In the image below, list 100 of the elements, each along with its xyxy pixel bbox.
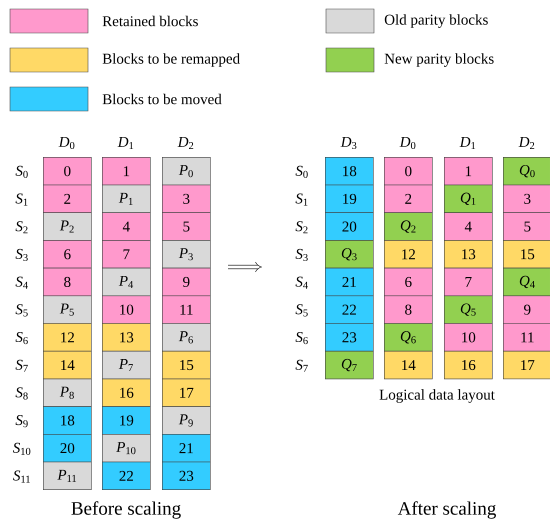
data-block: P$_{4}$ <box>102 268 151 296</box>
row-label: S$_{7}$ <box>296 360 308 372</box>
row-label: S$_{3}$ <box>16 248 28 262</box>
data-block: 1 <box>444 157 493 186</box>
data-block: 10 <box>102 296 151 324</box>
row-label: S$_{6}$ <box>296 332 308 344</box>
data-block: 16 <box>102 378 151 407</box>
data-block: 17 <box>503 350 550 380</box>
row-label: S$_{4}$ <box>296 276 308 289</box>
data-block: 3 <box>162 184 211 213</box>
row-label: S$_{2}$ <box>16 221 28 234</box>
data-block: Q$_{1}$ <box>444 184 493 213</box>
data-block: P$_{11}$ <box>43 462 92 490</box>
data-block: Q$_{2}$ <box>384 212 433 241</box>
data-block: P$_{9}$ <box>162 406 211 435</box>
data-block: 9 <box>503 296 550 324</box>
data-block: Q$_{3}$ <box>325 240 374 268</box>
data-block: 16 <box>444 350 493 380</box>
data-block: 21 <box>325 268 374 296</box>
data-block: 14 <box>43 350 92 380</box>
data-block: Q$_{6}$ <box>384 323 433 352</box>
data-block: P$_{3}$ <box>162 240 211 268</box>
data-block: 15 <box>162 350 211 380</box>
row-label: S$_{4}$ <box>16 276 28 289</box>
legend-label: New parity blocks <box>384 53 494 67</box>
data-block: 9 <box>162 268 211 296</box>
legend-label: Blocks to be moved <box>102 94 222 104</box>
legend-label: Old parity blocks <box>384 14 488 28</box>
data-block: 6 <box>384 268 433 296</box>
data-block: 14 <box>384 350 433 380</box>
data-block: P$_{7}$ <box>102 350 151 380</box>
row-label: S$_{0}$ <box>296 166 308 178</box>
data-block: P$_{10}$ <box>102 434 151 462</box>
caption: Logical data layout <box>380 389 495 403</box>
data-block: 6 <box>43 240 92 268</box>
caption: After scaling <box>398 501 496 519</box>
data-block: 18 <box>43 406 92 435</box>
data-block: 17 <box>162 378 211 407</box>
data-block: P$_{2}$ <box>43 212 92 241</box>
column-header: D$_{0}$ <box>400 136 416 150</box>
data-block: 20 <box>43 434 92 462</box>
row-label: S$_{11}$ <box>13 470 30 483</box>
data-block: Q$_{5}$ <box>444 296 493 324</box>
column-header: D$_{3}$ <box>340 136 356 150</box>
row-label: S$_{2}$ <box>296 221 308 234</box>
data-block: 10 <box>444 323 493 352</box>
data-block: P$_{1}$ <box>102 184 151 213</box>
data-block: 19 <box>325 184 374 213</box>
data-block: 23 <box>325 323 374 352</box>
data-block: 7 <box>444 268 493 296</box>
data-block: 0 <box>43 157 92 186</box>
data-block: 7 <box>102 240 151 268</box>
data-block: 4 <box>444 212 493 241</box>
data-block: 21 <box>162 434 211 462</box>
data-block: 2 <box>43 184 92 213</box>
data-block: 5 <box>503 212 550 241</box>
row-label: S$_{6}$ <box>16 332 28 344</box>
column-header: D$_{1}$ <box>460 137 476 149</box>
data-block: 22 <box>325 296 374 324</box>
row-label: S$_{7}$ <box>16 360 28 372</box>
data-block: 8 <box>384 296 433 324</box>
row-label: S$_{1}$ <box>296 194 308 206</box>
data-block: P$_{6}$ <box>162 323 211 352</box>
legend-label: Blocks to be remapped <box>102 53 240 67</box>
data-block: P$_{5}$ <box>43 296 92 324</box>
data-block: 12 <box>384 240 433 268</box>
row-label: S$_{8}$ <box>16 387 28 400</box>
data-block: 5 <box>162 212 211 241</box>
row-label: S$_{5}$ <box>296 304 308 316</box>
row-label: S$_{10}$ <box>12 442 30 455</box>
data-block: 4 <box>102 212 151 241</box>
row-label: S$_{3}$ <box>296 248 308 262</box>
data-block: 23 <box>162 462 211 490</box>
node-label: 3 <box>524 194 530 204</box>
data-block: 2 <box>384 184 433 213</box>
data-block: 8 <box>43 268 92 296</box>
data-block: 19 <box>102 406 151 435</box>
data-block: 20 <box>325 212 374 241</box>
data-block: 11 <box>162 296 211 324</box>
column-header: D$_{2}$ <box>178 137 194 149</box>
caption: Before scaling <box>71 501 181 519</box>
data-block: 13 <box>444 240 493 268</box>
data-block: 15 <box>503 240 550 268</box>
data-block: P$_{8}$ <box>43 378 92 407</box>
column-header: D$_{0}$ <box>58 136 74 150</box>
data-block: 22 <box>102 462 151 490</box>
data-block: 1 <box>102 157 151 186</box>
legend-label: Retained blocks <box>102 16 198 26</box>
row-label: S$_{0}$ <box>16 166 28 178</box>
data-block: Q$_{4}$ <box>503 268 550 296</box>
data-block: P$_{0}$ <box>162 157 211 186</box>
column-header: D$_{2}$ <box>518 137 534 149</box>
data-block: 18 <box>325 157 374 186</box>
row-label: S$_{1}$ <box>16 194 28 206</box>
data-block: Q$_{0}$ <box>503 157 550 186</box>
data-block: 13 <box>102 323 151 352</box>
data-block: 0 <box>384 157 433 186</box>
data-block: 3 <box>503 184 550 213</box>
column-header: D$_{1}$ <box>118 137 134 149</box>
row-label: S$_{9}$ <box>16 415 28 428</box>
